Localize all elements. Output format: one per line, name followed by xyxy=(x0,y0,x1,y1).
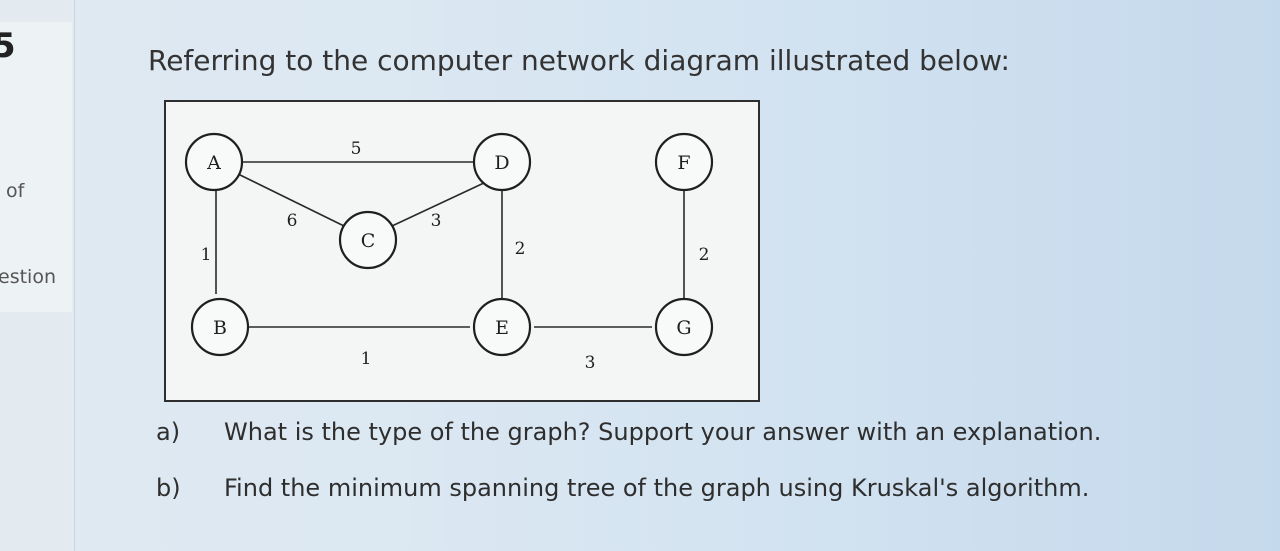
question-prompt: Referring to the computer network diagra… xyxy=(148,44,1010,77)
node-b-label: B xyxy=(213,317,227,339)
node-b: B xyxy=(190,297,250,357)
node-c-label: C xyxy=(361,230,376,252)
node-g: G xyxy=(654,297,714,357)
network-graph: A D F C B E G 5 6 3 1 2 1 xyxy=(184,132,714,373)
node-a-label: A xyxy=(206,152,221,174)
node-c: C xyxy=(338,210,398,270)
question-part-b: b) Find the minimum spanning tree of the… xyxy=(156,474,1256,530)
side-panel: 5 of estion xyxy=(0,0,75,551)
weight-a-d: 5 xyxy=(351,139,362,159)
node-e-label: E xyxy=(495,317,509,339)
edge-a-c xyxy=(233,171,345,227)
node-e: E xyxy=(472,297,532,357)
network-diagram: A D F C B E G 5 6 3 1 2 1 xyxy=(164,100,760,402)
weight-a-c: 6 xyxy=(287,211,298,231)
node-a: A xyxy=(184,132,244,192)
question-part-a-text: What is the type of the graph? Support y… xyxy=(224,418,1102,446)
side-question-label: estion xyxy=(0,266,56,288)
question-parts: a) What is the type of the graph? Suppor… xyxy=(156,418,1256,530)
weight-d-e: 2 xyxy=(515,239,526,259)
weight-e-g: 3 xyxy=(585,353,596,373)
question-part-b-text: Find the minimum spanning tree of the gr… xyxy=(224,474,1090,502)
node-f: F xyxy=(654,132,714,192)
weight-f-g: 2 xyxy=(699,245,710,265)
side-panel-card xyxy=(0,22,72,312)
question-part-a-letter: a) xyxy=(156,418,181,446)
node-d: D xyxy=(472,132,532,192)
question-number: 5 xyxy=(0,26,16,66)
side-of-label: of xyxy=(6,180,25,202)
question-part-b-letter: b) xyxy=(156,474,181,502)
edge-c-d xyxy=(391,181,487,227)
weight-b-e: 1 xyxy=(361,349,372,369)
weight-a-b: 1 xyxy=(201,245,212,265)
weight-c-d: 3 xyxy=(431,211,442,231)
node-g-label: G xyxy=(676,317,691,339)
node-d-label: D xyxy=(494,152,509,174)
question-part-a: a) What is the type of the graph? Suppor… xyxy=(156,418,1256,474)
node-f-label: F xyxy=(677,152,690,174)
